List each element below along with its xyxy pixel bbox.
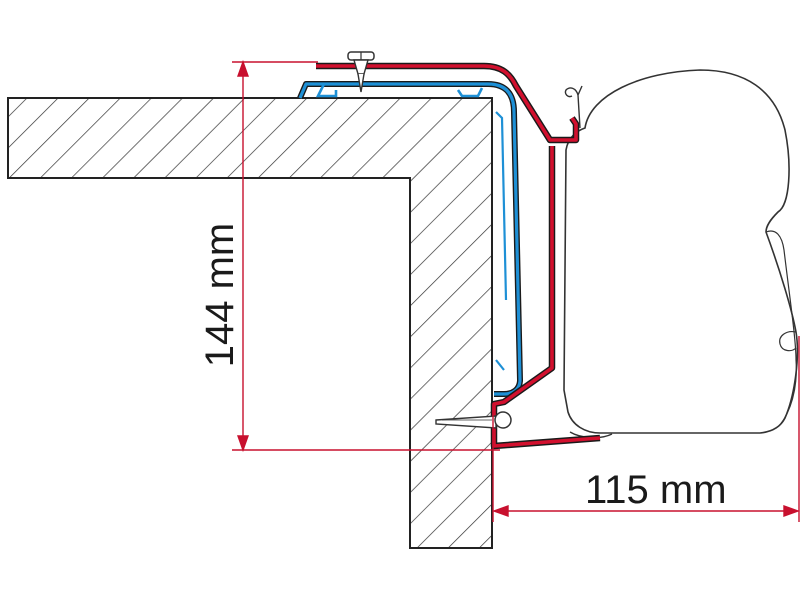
width-dimension-line	[491, 336, 800, 522]
awning-lower-hook	[779, 331, 797, 352]
top-screw-icon	[347, 51, 375, 93]
height-dimension-label: 144 mm	[198, 222, 242, 368]
side-screw-icon	[435, 411, 512, 429]
width-dimension-label: 115 mm	[585, 468, 727, 512]
awning-front-panel	[765, 230, 797, 426]
awning-mount-hook	[564, 85, 583, 129]
adapter-blue-inner-web	[495, 111, 508, 371]
awning-cassette	[563, 69, 799, 434]
wall-cross-section	[7, 97, 493, 549]
adapter-blue-clip-right	[456, 87, 484, 98]
adapter-blue-clip-left	[315, 83, 338, 98]
height-dimension-line	[232, 59, 500, 453]
